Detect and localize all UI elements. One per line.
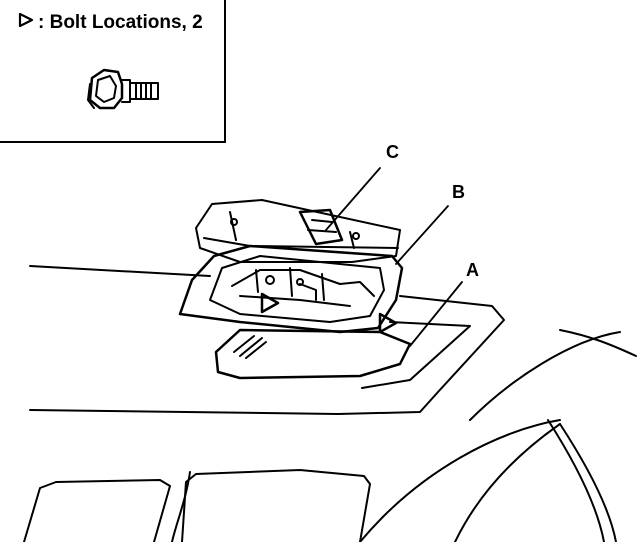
bolt-icon (87, 68, 159, 110)
legend-text: : Bolt Locations, 2 (38, 12, 203, 33)
roof-headliner (29, 265, 637, 542)
triangle-marker-1 (260, 292, 280, 314)
leader-line-c (325, 167, 381, 231)
triangle-marker-2 (378, 312, 398, 334)
legend-label: : Bolt Locations, 2 (18, 12, 203, 34)
callout-b: B (452, 182, 465, 202)
seat-backs (23, 469, 371, 542)
leader-line-b (395, 205, 449, 265)
bolt-location-markers (260, 292, 398, 334)
dome-light-lens (214, 328, 412, 380)
leader-lines (325, 167, 463, 347)
callout-a: A (466, 260, 479, 280)
bolt-legend-box: : Bolt Locations, 2 (0, 0, 226, 143)
leader-line-a (409, 281, 463, 347)
bezel-frame (178, 244, 404, 334)
triangle-outline-icon (18, 12, 34, 33)
callout-c: C (386, 142, 399, 162)
